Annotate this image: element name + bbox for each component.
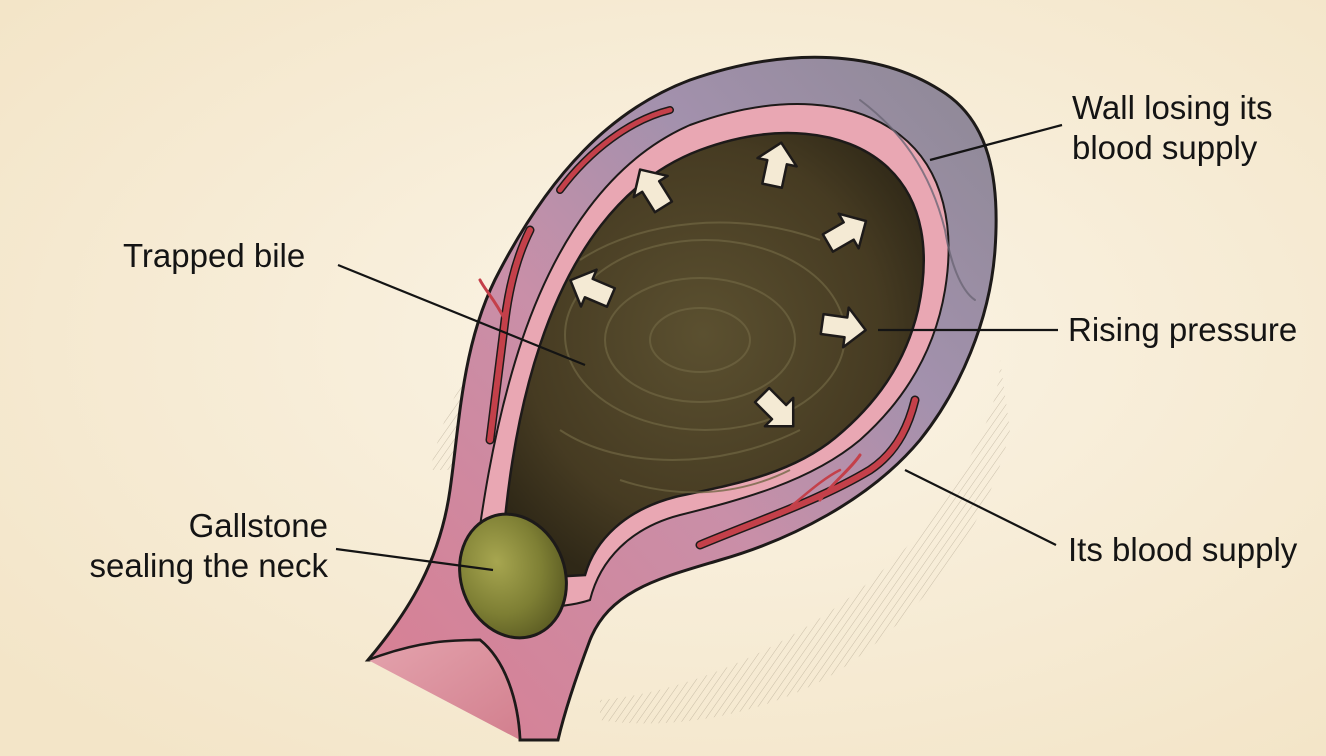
label-its-blood-supply: Its blood supply bbox=[1068, 531, 1298, 568]
leader-supply bbox=[904, 469, 1057, 546]
label-gallstone-sealing-neck: Gallstone sealing the neck bbox=[89, 507, 329, 584]
pressure-arrow-icon bbox=[753, 386, 795, 428]
pressure-arrow-icon bbox=[819, 306, 867, 349]
leader-wall bbox=[929, 123, 1063, 162]
leader-bile bbox=[337, 263, 586, 367]
pressure-arrow-icon bbox=[632, 168, 674, 214]
blood-vessel-icon bbox=[478, 99, 976, 550]
leader-gallstone bbox=[335, 547, 494, 572]
gallstone bbox=[458, 512, 568, 640]
pressure-arrow-icon bbox=[821, 212, 868, 253]
shadow-hatching bbox=[430, 360, 1010, 724]
pressure-arrow-icon bbox=[756, 141, 798, 190]
label-trapped-bile: Trapped bile bbox=[123, 237, 306, 274]
leader-lines bbox=[335, 123, 1063, 572]
label-rising-pressure: Rising pressure bbox=[1068, 311, 1298, 348]
label-wall-losing-blood-supply: Wall losing its blood supply bbox=[1072, 89, 1273, 166]
duct-wall bbox=[367, 638, 522, 741]
pressure-arrow-icon bbox=[569, 268, 617, 308]
pressure-arrows bbox=[569, 141, 868, 428]
bile-swirls bbox=[559, 221, 846, 494]
